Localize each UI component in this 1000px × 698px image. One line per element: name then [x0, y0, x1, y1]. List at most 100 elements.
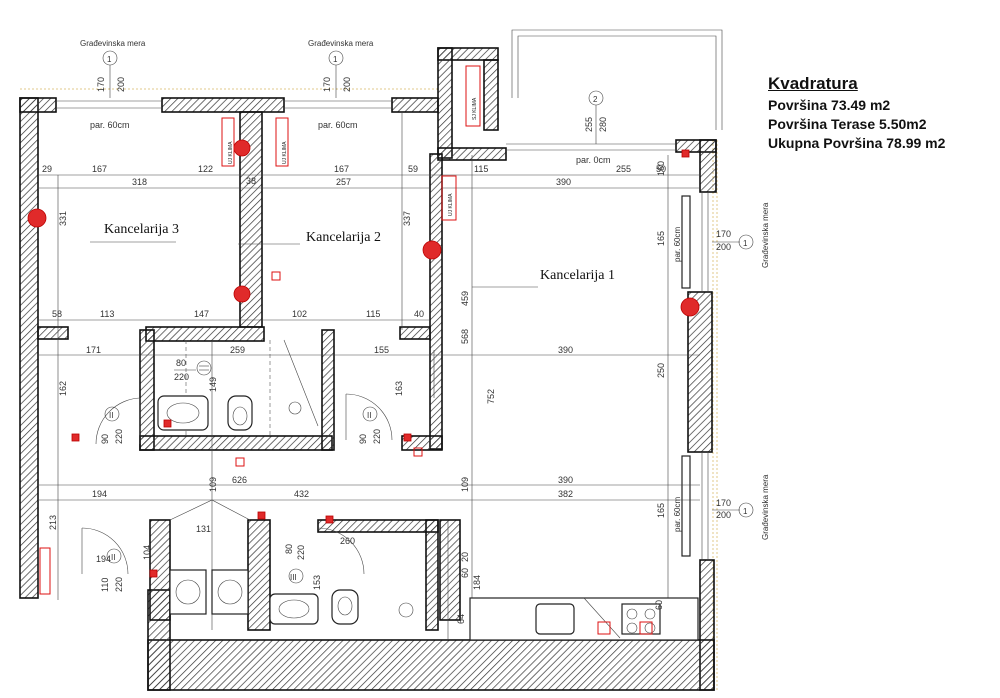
svg-text:par. 0cm: par. 0cm: [576, 155, 611, 165]
svg-text:220: 220: [114, 577, 124, 592]
svg-text:38: 38: [246, 176, 256, 186]
svg-text:163: 163: [394, 381, 404, 396]
room-label-office-3: Kancelarija 3: [104, 222, 179, 237]
svg-text:167: 167: [92, 164, 107, 174]
window-mark-2: 2 255 280 par. 0cm: [576, 90, 611, 165]
svg-text:390: 390: [558, 475, 573, 485]
svg-text:331: 331: [58, 211, 68, 226]
svg-text:par. 60cm: par. 60cm: [673, 227, 682, 262]
svg-text:1: 1: [743, 239, 748, 248]
door-mark-entrance: II 110 220: [100, 548, 124, 592]
svg-text:par. 60cm: par. 60cm: [90, 120, 130, 130]
svg-text:390: 390: [556, 177, 571, 187]
svg-text:752: 752: [486, 389, 496, 404]
door-mark-bath1: 80 220: [174, 358, 212, 382]
svg-text:170: 170: [322, 77, 332, 92]
svg-text:220: 220: [174, 372, 189, 382]
svg-text:220: 220: [114, 429, 124, 444]
svg-text:59: 59: [408, 164, 418, 174]
svg-text:131: 131: [196, 524, 211, 534]
svg-text:250: 250: [656, 363, 666, 378]
svg-text:115: 115: [366, 309, 380, 319]
svg-text:par. 60cm: par. 60cm: [673, 497, 682, 532]
svg-text:64: 64: [456, 614, 466, 624]
svg-text:160: 160: [656, 161, 666, 176]
svg-text:194: 194: [96, 554, 111, 564]
svg-text:170: 170: [716, 498, 731, 508]
svg-text:200: 200: [716, 242, 731, 252]
svg-text:60: 60: [460, 568, 470, 578]
svg-text:90: 90: [100, 434, 110, 444]
door-mark-office2: II 90 220: [358, 406, 382, 444]
svg-text:165: 165: [656, 231, 666, 246]
svg-text:171: 171: [86, 345, 101, 355]
door-mark-office3: II 90 220: [100, 406, 124, 444]
legend-terrace-area: Površina Terase 5.50m2: [768, 116, 927, 132]
svg-text:122: 122: [198, 164, 213, 174]
svg-text:149: 149: [208, 377, 218, 392]
dimension-labels: 29 167 122 38 167 59 115 390 255 50 318 …: [42, 161, 666, 624]
svg-text:170: 170: [716, 229, 731, 239]
svg-text:200: 200: [116, 77, 126, 92]
svg-text:29: 29: [42, 164, 52, 174]
svg-text:382: 382: [558, 489, 573, 499]
svg-text:UJ KLIMA: UJ KLIMA: [228, 141, 234, 164]
ac-tags: UJ KLIMA UJ KLIMA UJ KLIMA SJ KLIMA: [228, 97, 478, 216]
svg-text:80: 80: [176, 358, 186, 368]
svg-text:220: 220: [296, 545, 306, 560]
legend-title: Kvadratura: [768, 74, 858, 93]
svg-text:147: 147: [194, 309, 209, 319]
svg-text:110: 110: [100, 578, 110, 592]
svg-text:Građevinska mera: Građevinska mera: [761, 474, 770, 540]
svg-text:626: 626: [232, 475, 247, 485]
svg-text:SJ KLIMA: SJ KLIMA: [472, 97, 478, 120]
svg-text:255: 255: [584, 117, 594, 132]
svg-text:162: 162: [58, 381, 68, 396]
svg-text:432: 432: [294, 489, 309, 499]
svg-text:II: II: [367, 411, 371, 420]
svg-text:568: 568: [460, 329, 470, 344]
window-mark-1b: Građevinska mera 1 170 200 par. 60cm: [308, 39, 374, 130]
svg-text:255: 255: [616, 164, 631, 174]
room-labels: Kancelarija 3 Kancelarija 2 Kancelarija …: [90, 222, 615, 288]
svg-text:80: 80: [284, 544, 294, 554]
svg-text:1: 1: [107, 55, 112, 64]
svg-text:257: 257: [336, 177, 351, 187]
svg-text:UJ KLIMA: UJ KLIMA: [448, 193, 454, 216]
svg-text:318: 318: [132, 177, 147, 187]
svg-text:220: 220: [372, 429, 382, 444]
svg-text:459: 459: [460, 291, 470, 306]
svg-text:50: 50: [656, 164, 666, 174]
svg-text:390: 390: [558, 345, 573, 355]
svg-text:280: 280: [598, 117, 608, 132]
installation-markers: [27, 65, 700, 635]
svg-text:Građevinska mera: Građevinska mera: [80, 39, 146, 48]
dimension-lines: [38, 112, 700, 640]
svg-text:20: 20: [460, 552, 470, 562]
svg-text:102: 102: [292, 309, 307, 319]
svg-text:260: 260: [340, 536, 355, 546]
svg-text:90: 90: [358, 434, 368, 444]
svg-text:184: 184: [472, 575, 482, 590]
svg-text:170: 170: [96, 77, 106, 92]
svg-text:155: 155: [374, 345, 389, 355]
svg-text:200: 200: [716, 510, 731, 520]
door-mark-bath2: III 80 220: [284, 544, 306, 584]
svg-text:Građevinska mera: Građevinska mera: [308, 39, 374, 48]
svg-text:40: 40: [414, 309, 424, 319]
svg-text:58: 58: [52, 309, 62, 319]
terrace: [511, 29, 723, 130]
exterior-strip: [20, 86, 720, 690]
interior-walls: [37, 111, 461, 631]
legend-area: Površina 73.49 m2: [768, 97, 891, 113]
svg-text:60: 60: [654, 600, 664, 610]
svg-text:par. 60cm: par. 60cm: [318, 120, 358, 130]
svg-text:167: 167: [334, 164, 349, 174]
window-mark-1d: 170 200 1 Građevinska mera par. 60cm: [673, 474, 770, 540]
room-label-office-1: Kancelarija 1: [540, 268, 615, 283]
svg-text:III: III: [290, 573, 297, 582]
svg-text:109: 109: [208, 477, 218, 492]
svg-text:2: 2: [593, 95, 598, 104]
windows: [56, 100, 709, 560]
